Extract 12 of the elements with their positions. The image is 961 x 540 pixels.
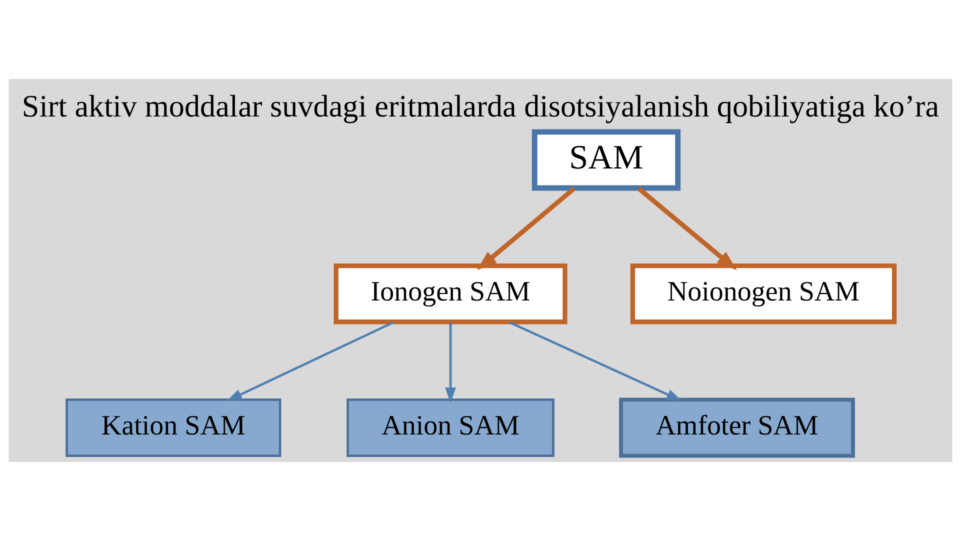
diagram-title: Sirt aktiv moddalar suvdagi eritmalarda disotsiyalanish qobiliyatiga ko’ra — [22, 88, 940, 123]
node-box: Kation SAM — [66, 398, 282, 456]
arrow — [445, 322, 456, 403]
node-box: Ionogen SAM — [334, 263, 568, 324]
arrow — [637, 186, 737, 270]
arrow — [476, 186, 576, 270]
arrow — [508, 320, 682, 401]
node-box: Amfoter SAM — [619, 397, 855, 458]
node-box: SAM — [532, 128, 681, 190]
arrow — [226, 320, 394, 401]
node-box: Anion SAM — [346, 398, 554, 456]
node-box: Noionogen SAM — [630, 263, 897, 324]
